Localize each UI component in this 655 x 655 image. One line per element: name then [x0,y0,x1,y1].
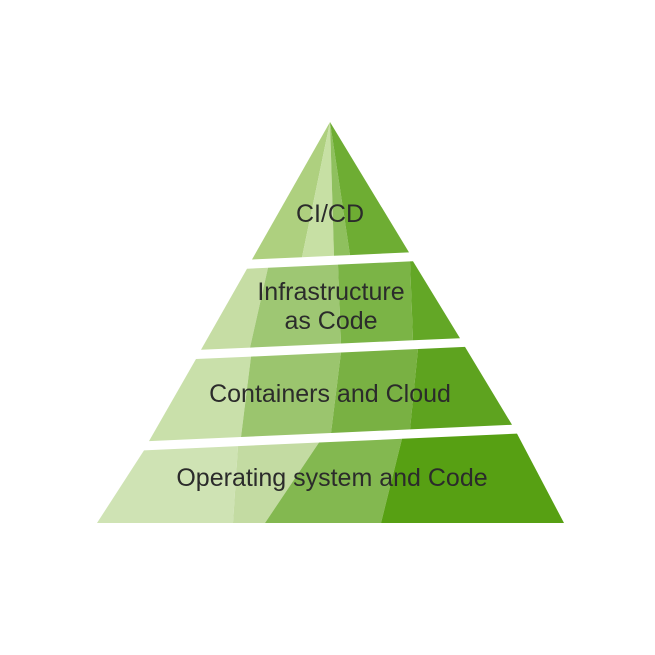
level-label-containers: Containers and Cloud [209,380,451,408]
facet [330,122,409,256]
pyramid-level-operating-system-and-code: Operating system and Code [97,433,564,523]
facet [250,264,341,348]
facet [149,356,251,442]
level-label-ci-cd: CI/CD [296,200,364,228]
facet [331,349,418,433]
level-label-operating-system: Operating system and Code [176,464,487,492]
facet [330,122,350,256]
facet [265,438,402,523]
facet [302,122,334,258]
facet [241,352,341,437]
pyramid-level-containers-and-cloud: Containers and Cloud [149,346,512,442]
facet [252,122,330,260]
level-label-infrastructure-line1: Infrastructure [257,278,404,306]
level-label-infrastructure-line2: as Code [284,307,377,335]
facet [201,267,268,350]
facet [410,346,512,430]
pyramid-level-ci-cd: CI/CD [252,122,409,260]
facet [233,442,319,523]
facet [381,433,564,523]
facet [338,261,413,344]
facet [97,446,238,523]
pyramid-level-infrastructure-as-code: Infrastructure as Code [201,261,460,350]
facet [410,261,460,341]
